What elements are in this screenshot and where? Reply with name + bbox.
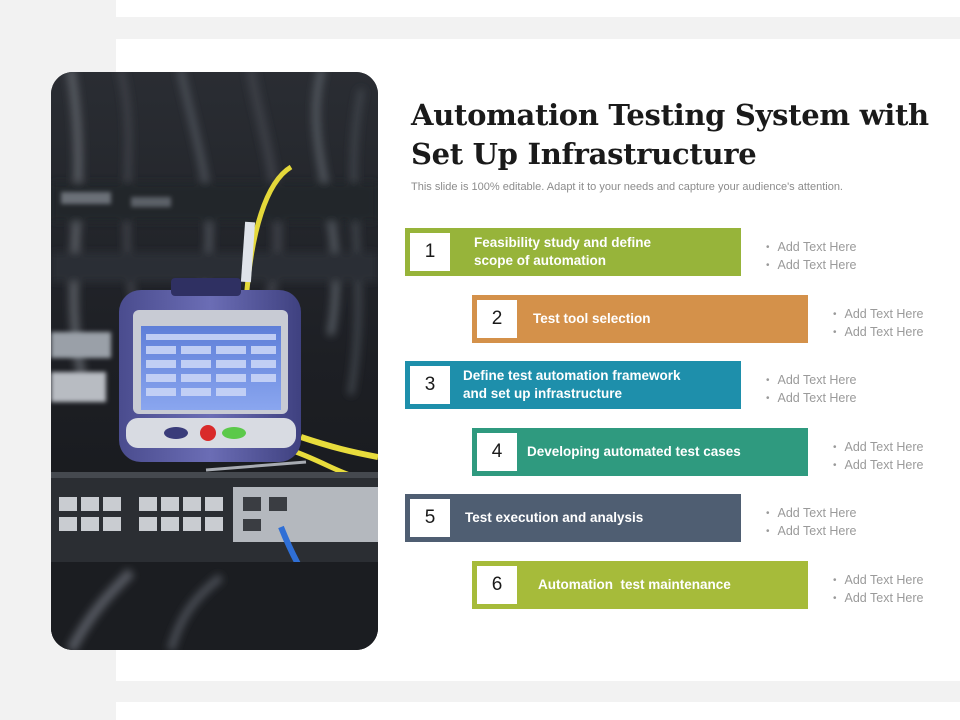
- step-label: Test execution and analysis: [465, 510, 644, 525]
- bullet-item: Add Text Here: [766, 372, 857, 390]
- bullet-item: Add Text Here: [766, 505, 857, 523]
- network-tester-photo: [51, 72, 378, 650]
- step-number: 3: [410, 366, 450, 404]
- bullet-item: Add Text Here: [766, 239, 857, 257]
- top-band: [116, 0, 960, 17]
- bullet-item: Add Text Here: [766, 390, 857, 408]
- bullet-item: Add Text Here: [833, 324, 924, 342]
- step-1: 1 Feasibility study and define scope of …: [405, 228, 741, 276]
- step-3: 3 Define test automation framework and s…: [405, 361, 741, 409]
- bullet-item: Add Text Here: [833, 457, 924, 475]
- step-number: 2: [477, 300, 517, 338]
- slide-title: Automation Testing System with Set Up In…: [411, 98, 929, 171]
- step-2: 2 Test tool selection: [472, 295, 808, 343]
- step-number: 1: [410, 233, 450, 271]
- step-number: 4: [477, 433, 517, 471]
- bullet-item: Add Text Here: [766, 257, 857, 275]
- step-label: Define test automation framework and set…: [463, 368, 681, 401]
- step-1-bullets: Add Text Here Add Text Here: [766, 239, 857, 275]
- bottom-band: [116, 702, 960, 720]
- photo-illustration: [51, 72, 378, 650]
- step-6: 6 Automation test maintenance: [472, 561, 808, 609]
- step-5: 5 Test execution and analysis: [405, 494, 741, 542]
- step-4: 4 Developing automated test cases: [472, 428, 808, 476]
- bullet-item: Add Text Here: [833, 590, 924, 608]
- bullet-item: Add Text Here: [833, 439, 924, 457]
- bullet-item: Add Text Here: [833, 572, 924, 590]
- step-label: Test tool selection: [533, 311, 651, 326]
- bullet-item: Add Text Here: [766, 523, 857, 541]
- step-label: Developing automated test cases: [527, 444, 741, 459]
- step-3-bullets: Add Text Here Add Text Here: [766, 372, 857, 408]
- bullet-item: Add Text Here: [833, 306, 924, 324]
- step-4-bullets: Add Text Here Add Text Here: [833, 439, 924, 475]
- step-label: Automation test maintenance: [538, 577, 731, 592]
- step-6-bullets: Add Text Here Add Text Here: [833, 572, 924, 608]
- slide-subtitle: This slide is 100% editable. Adapt it to…: [411, 181, 843, 193]
- step-number: 6: [477, 566, 517, 604]
- step-number: 5: [410, 499, 450, 537]
- step-2-bullets: Add Text Here Add Text Here: [833, 306, 924, 342]
- step-label: Feasibility study and define scope of au…: [474, 235, 652, 268]
- step-5-bullets: Add Text Here Add Text Here: [766, 505, 857, 541]
